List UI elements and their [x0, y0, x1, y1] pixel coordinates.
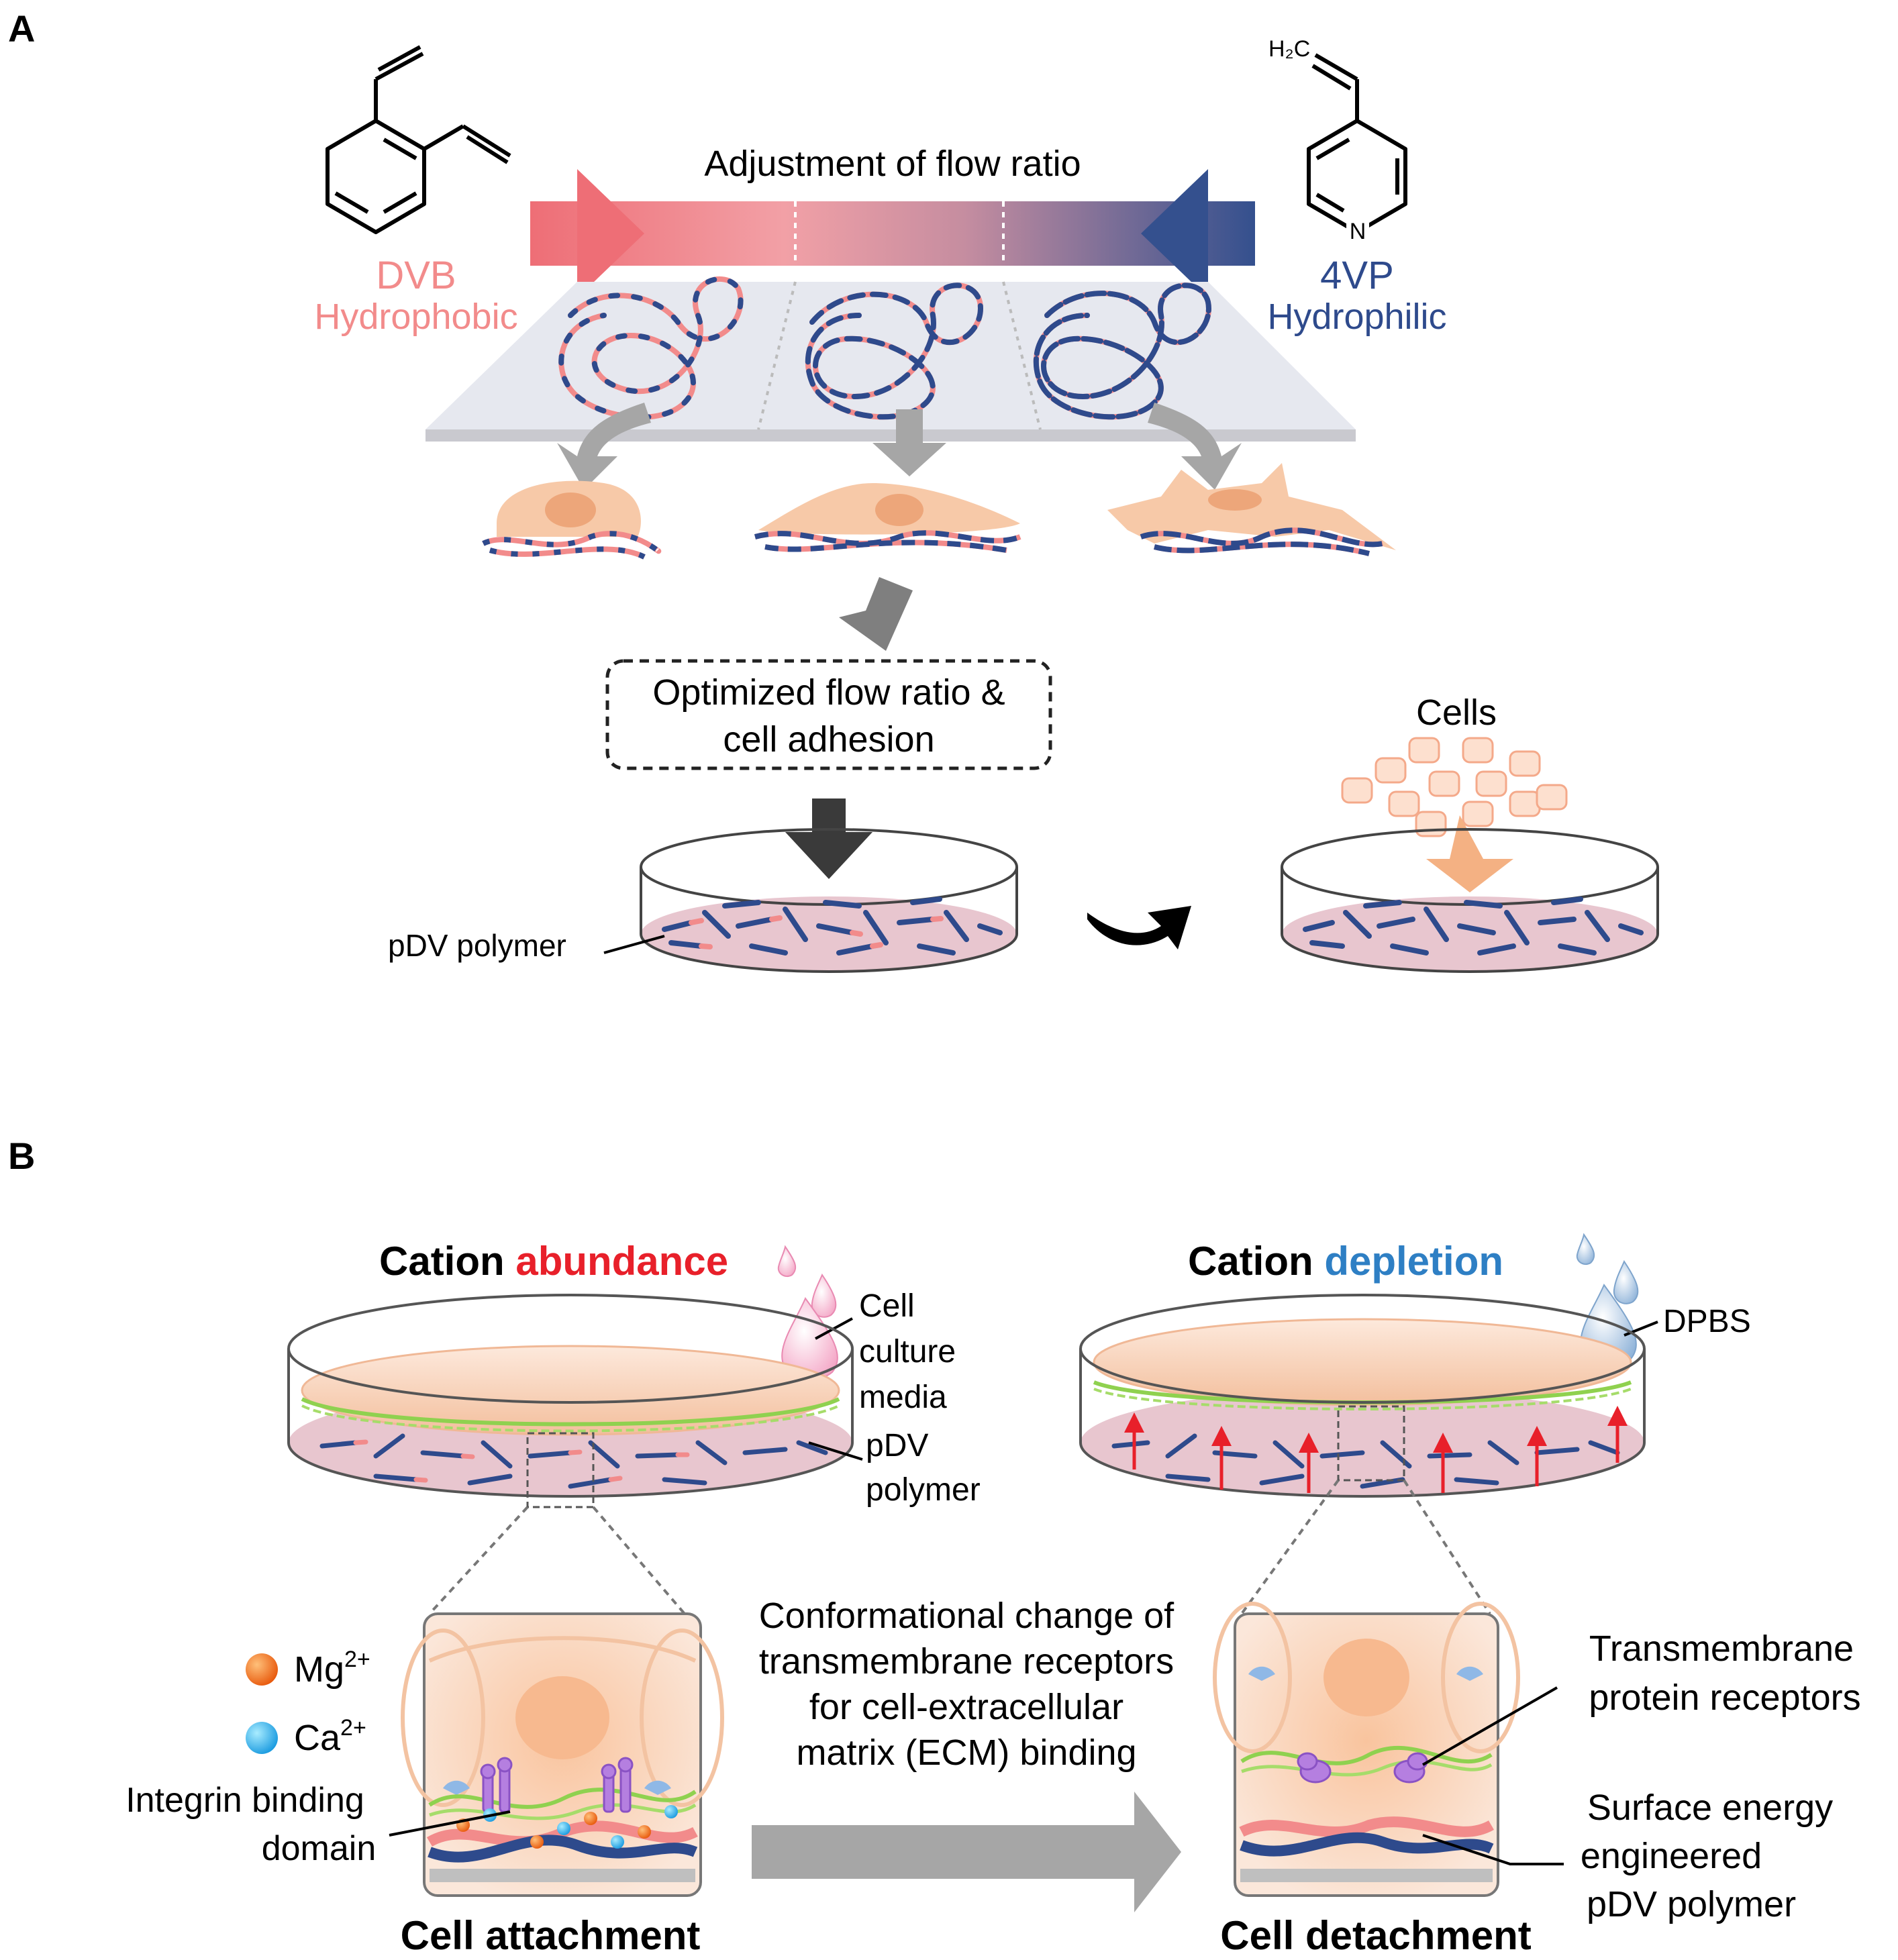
cell-stretched [1107, 463, 1396, 556]
optimized-line-1: Optimized flow ratio & [652, 672, 1005, 713]
mg-legend: Mg2+ [294, 1647, 370, 1690]
polymer-coil-4vp-rich [1033, 282, 1211, 420]
flow-ratio-arrow [530, 169, 1255, 298]
integrin-pointer [389, 1810, 511, 1837]
media-label-3: media [859, 1380, 947, 1415]
optimized-line-2: cell adhesion [723, 719, 934, 760]
integrin-label-2: domain [262, 1829, 377, 1868]
receptor-label-2: protein receptors [1589, 1678, 1860, 1718]
n-label-bg [1346, 216, 1369, 243]
pdv-label-b-1: pDV [866, 1428, 928, 1463]
grey-arrow-to-box [839, 577, 913, 651]
depletion-title: Cation depletion [1188, 1239, 1503, 1284]
middle-text-3: for cell-extracellular [809, 1687, 1123, 1727]
floating-cells [1341, 737, 1568, 837]
middle-text-2: transmembrane receptors [759, 1641, 1174, 1682]
flow-title: Adjustment of flow ratio [704, 144, 1081, 184]
cell-round [482, 480, 662, 560]
substrate-plate [426, 281, 1356, 442]
n-label: N [1350, 219, 1366, 244]
grey-down-arrows [557, 403, 1242, 490]
pdv-polymer-label: pDV polymer [388, 928, 566, 963]
integrin-label-1: Integrin binding [126, 1781, 364, 1820]
ca-legend-base: Ca [294, 1718, 341, 1758]
detachment-caption: Cell detachment [1220, 1913, 1531, 1958]
4vp-label: 4VP [1320, 254, 1394, 297]
polymer-coil-dvb-rich [558, 276, 744, 420]
peach-arrow-to-dish [1426, 815, 1513, 892]
middle-text-4: matrix (ECM) binding [796, 1733, 1136, 1773]
surface-label-2: engineered [1581, 1836, 1762, 1876]
media-label-2: culture [859, 1334, 956, 1370]
dpbs-label: DPBS [1663, 1304, 1751, 1339]
h2c-label: H₂C [1268, 36, 1310, 62]
cell-spread [754, 483, 1021, 553]
attachment-caption: Cell attachment [401, 1913, 701, 1958]
pink-droplets-icon [777, 1245, 838, 1381]
pdv-pointer-line [603, 935, 665, 954]
zoom-lines [428, 1479, 1491, 1615]
receptor-label-1: Transmembrane [1589, 1629, 1854, 1669]
pdv-pointer-b [808, 1441, 863, 1461]
black-arrow-to-dish [785, 798, 872, 879]
surface-label-3: pDV polymer [1587, 1884, 1796, 1924]
dish-abundance [287, 1294, 854, 1508]
abundance-title: Cation abundance [379, 1239, 728, 1284]
zoom-box-attachment [401, 1612, 724, 1897]
4vp-property: Hydrophilic [1267, 297, 1446, 337]
receptor-pointer [1422, 1686, 1558, 1766]
dish-depletion [1079, 1294, 1646, 1498]
ca-ion-icon [246, 1722, 278, 1754]
dvb-property: Hydrophobic [314, 297, 517, 337]
polymer-coil-balanced [805, 282, 983, 420]
media-label-1: Cell [859, 1288, 915, 1324]
surface-pointer [1422, 1834, 1564, 1865]
optimized-box [605, 659, 1052, 770]
ca-legend: Ca2+ [294, 1715, 366, 1758]
middle-text-1: Conformational change of [759, 1596, 1175, 1636]
mg-ion-icon [246, 1653, 278, 1686]
dvb-label: DVB [376, 254, 456, 297]
mg-legend-sup: 2+ [344, 1647, 370, 1672]
dish-seeded [1281, 828, 1659, 973]
curved-transfer-arrow [1087, 906, 1191, 949]
mg-legend-base: Mg [294, 1649, 344, 1690]
pdv-label-b-2: polymer [866, 1472, 981, 1508]
depletion-title-prefix: Cation [1188, 1239, 1324, 1284]
abundance-title-highlight: abundance [515, 1239, 728, 1284]
dvb-structure [326, 45, 511, 234]
ca-legend-sup: 2+ [340, 1715, 366, 1741]
panel-a-label: A [8, 7, 35, 50]
abundance-title-prefix: Cation [379, 1239, 515, 1284]
dish-pdv [640, 828, 1018, 973]
4vp-structure [1307, 53, 1407, 234]
cells-label: Cells [1416, 692, 1497, 733]
surface-label-1: Surface energy [1587, 1788, 1833, 1828]
big-grey-arrow [752, 1792, 1181, 1912]
panel-b-label: B [8, 1135, 35, 1177]
depletion-title-highlight: depletion [1324, 1239, 1503, 1284]
zoom-box-detachment [1213, 1602, 1520, 1897]
